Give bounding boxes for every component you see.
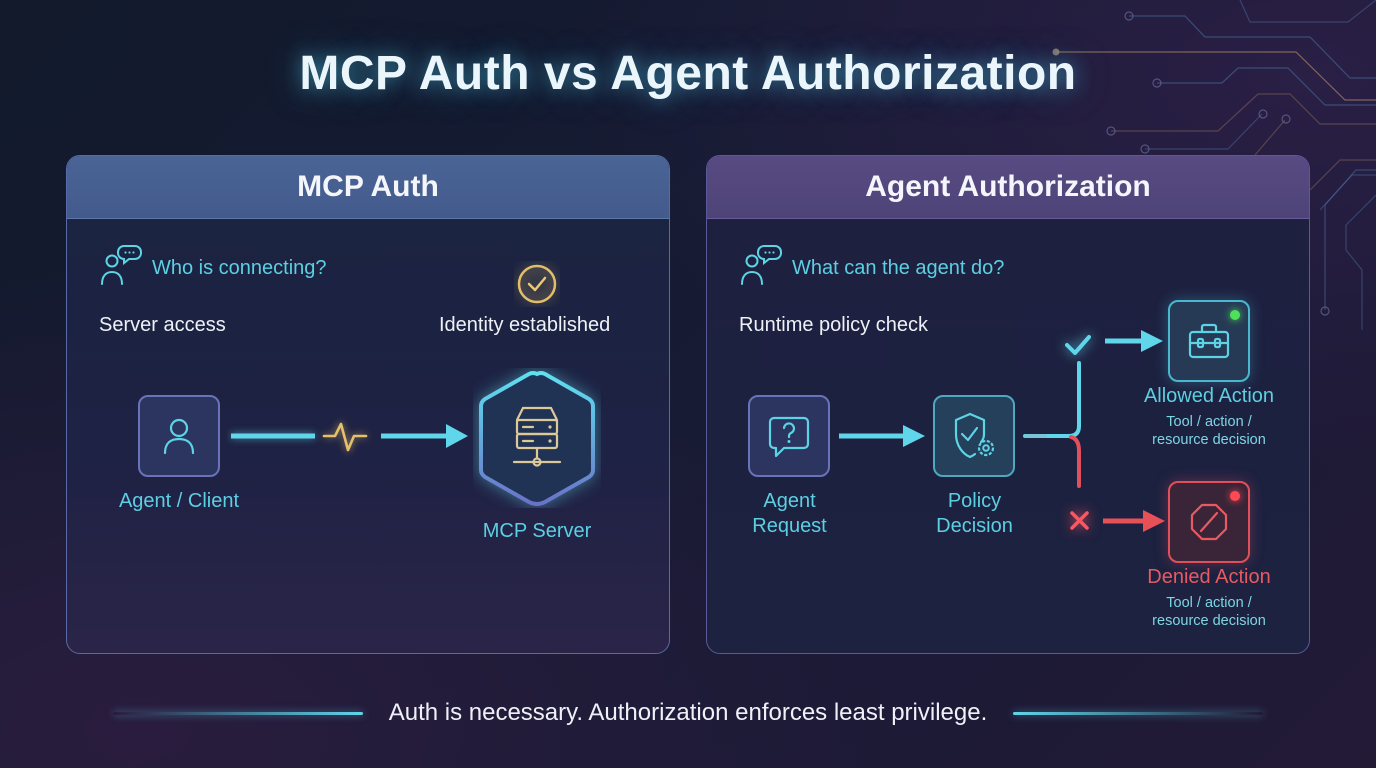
footer: Auth is necessary. Authorization enforce…	[0, 696, 1376, 730]
divider-line-left	[112, 711, 363, 715]
server-icon	[512, 406, 562, 467]
allowed-action-label: Allowed Action	[1143, 385, 1275, 407]
policy-decision-node	[933, 395, 1015, 477]
allowed-action-node	[1168, 300, 1250, 382]
check-icon	[1065, 335, 1091, 355]
allowed-action-sub: Tool / action / resource decision	[1152, 414, 1266, 448]
divider-line-right	[1013, 711, 1264, 715]
denied-action-sub: Tool / action / resource decision	[1152, 595, 1266, 629]
denied-action-node	[1168, 481, 1250, 563]
shield-gear-icon	[954, 412, 995, 459]
page-title: MCP Auth vs Agent Authorization	[299, 47, 1077, 100]
status-dot-green	[1230, 310, 1240, 320]
panel-header: Agent Authorization	[707, 156, 1309, 219]
scope-label: Runtime policy check	[739, 314, 928, 336]
agent-request-node	[748, 395, 830, 477]
mcp-server-node	[479, 371, 595, 506]
arrow-icon	[839, 425, 925, 447]
agent-authorization-panel: Agent Authorization What can the agent d…	[706, 155, 1310, 654]
panel-header: MCP Auth	[67, 156, 669, 219]
status-dot-red	[1230, 491, 1240, 501]
user-chat-icon	[741, 245, 782, 285]
policy-decision-label: Policy Decision	[936, 490, 1013, 537]
user-icon	[163, 418, 195, 455]
user-chat-icon	[101, 245, 142, 285]
question-text: Who is connecting?	[152, 257, 327, 279]
toolbox-icon	[1188, 323, 1230, 359]
blocked-icon	[1190, 503, 1228, 541]
question-text: What can the agent do?	[792, 257, 1005, 279]
decision-branch	[1023, 330, 1165, 532]
x-icon	[1070, 511, 1089, 530]
check-circle-icon	[517, 264, 557, 304]
scope-label: Server access	[99, 314, 226, 336]
question-bubble-icon	[768, 416, 810, 458]
connection-arrow	[231, 422, 468, 452]
mcp-auth-panel: MCP Auth Who is connecting? Server acces…	[66, 155, 670, 654]
denied-action-label: Denied Action	[1147, 566, 1271, 588]
mcp-server-label: MCP Server	[482, 520, 592, 542]
agent-request-label: Agent Request	[752, 490, 827, 537]
status-label: Identity established	[439, 314, 611, 336]
agent-client-label: Agent / Client	[118, 490, 240, 512]
footer-text: Auth is necessary. Authorization enforce…	[388, 699, 988, 726]
agent-client-node	[138, 395, 220, 477]
